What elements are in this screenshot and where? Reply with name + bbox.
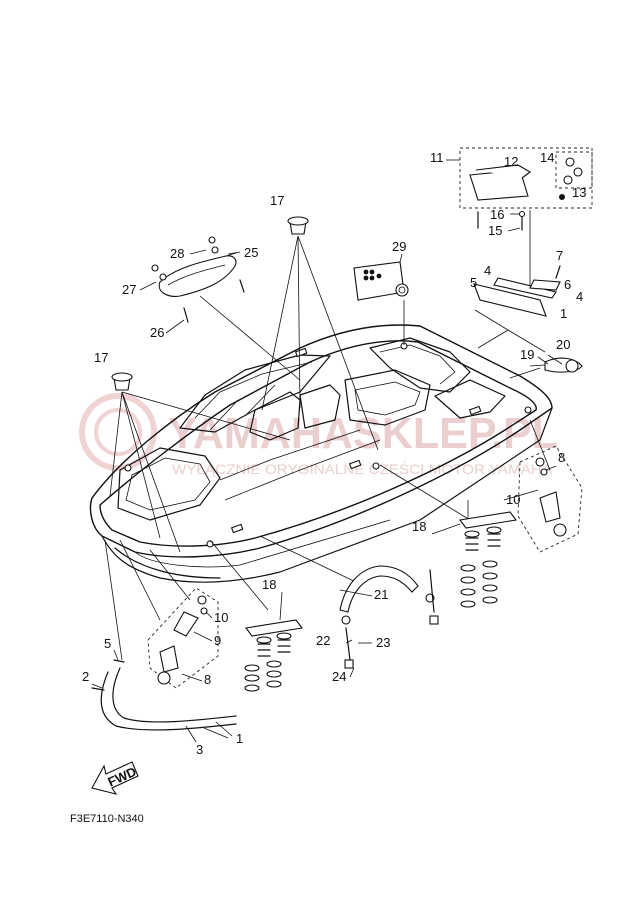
callout-4: 4 <box>576 289 583 304</box>
callout-27: 27 <box>122 282 136 297</box>
cleat-left-assembly <box>147 587 219 689</box>
watermark-subtitle: WYŁĄCZNIE ORYGINALNE CZĘŚCI MOTOR YAMAHA <box>172 460 553 477</box>
callout-22: 22 <box>316 633 330 648</box>
callout-1: 1 <box>560 306 567 321</box>
callout-12: 12 <box>504 154 518 169</box>
callout-26: 26 <box>150 325 164 340</box>
callout-6: 6 <box>564 277 571 292</box>
callout-21: 21 <box>374 587 388 602</box>
forward-arrow-icon: FWD <box>91 761 139 795</box>
callout-24: 24 <box>332 669 346 684</box>
callout-25: 25 <box>244 245 258 260</box>
bracket-assembly <box>459 147 593 231</box>
callout-5: 5 <box>104 636 111 651</box>
fwd-label: FWD <box>105 764 138 790</box>
callout-10: 10 <box>214 610 228 625</box>
callout-28: 28 <box>170 246 184 261</box>
callout-20: 20 <box>556 337 570 352</box>
popup-cleat-right <box>459 511 517 608</box>
callout-17: 17 <box>270 193 284 208</box>
callout-7: 7 <box>556 248 563 263</box>
callout-2: 2 <box>82 669 89 684</box>
cup-holder-top <box>287 216 309 235</box>
callout-5: 5 <box>470 275 477 290</box>
callout-18: 18 <box>412 519 426 534</box>
cleat-right-assembly <box>517 445 583 553</box>
callout-9: 9 <box>214 633 221 648</box>
callout-13: 13 <box>572 185 586 200</box>
callout-16: 16 <box>490 207 504 222</box>
callout-14: 14 <box>540 150 554 165</box>
callout-18: 18 <box>262 577 276 592</box>
callout-labels: 1 1 2 3 4 4 5 5 6 7 8 8 9 10 10 11 12 13… <box>82 150 586 757</box>
watermark-title: YAMAHASKLEP.PL <box>168 409 558 458</box>
callout-15: 15 <box>488 223 502 238</box>
callout-19: 19 <box>520 347 534 362</box>
boat-hull <box>89 324 553 583</box>
callout-29: 29 <box>392 239 406 254</box>
callout-1: 1 <box>236 731 243 746</box>
callout-8: 8 <box>558 450 565 465</box>
callout-8: 8 <box>204 672 211 687</box>
grab-rail-assembly <box>339 565 439 669</box>
rail-assembly <box>473 265 561 317</box>
leader-lines <box>104 210 551 661</box>
callout-3: 3 <box>196 742 203 757</box>
diagram-code: F3E7110-N340 <box>70 813 144 825</box>
callout-4: 4 <box>484 263 491 278</box>
callout-leaders <box>91 159 563 739</box>
tow-eye-assembly <box>529 357 583 373</box>
grab-handle-assembly <box>151 236 245 323</box>
callout-10: 10 <box>506 492 520 507</box>
callout-23: 23 <box>376 635 390 650</box>
callout-17: 17 <box>94 350 108 365</box>
watermark: YAMAHASKLEP.PL WYŁĄCZNIE ORYGINALNE CZĘŚ… <box>79 393 558 477</box>
popup-cleat-left <box>244 619 303 692</box>
switch-panel-assembly <box>353 261 409 301</box>
cup-holder-left <box>111 372 133 391</box>
callout-11: 11 <box>430 150 444 165</box>
rope-assembly <box>91 659 237 743</box>
